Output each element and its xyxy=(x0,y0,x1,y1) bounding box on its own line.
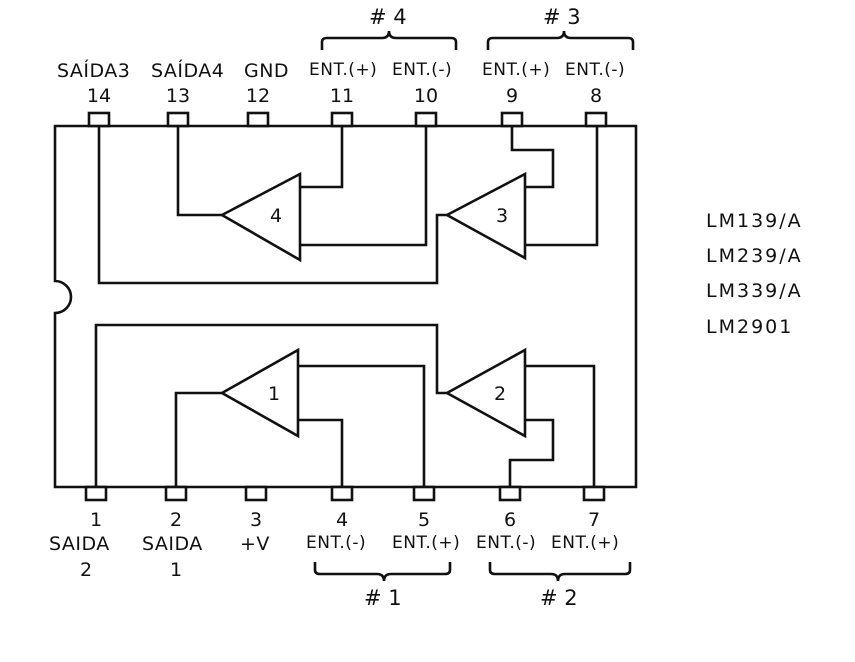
wire-c2-plus-pin7 xyxy=(525,364,596,487)
pin-7-label: ENT.(+) xyxy=(551,533,620,553)
comparator-4-label: 4 xyxy=(270,205,282,227)
pin-13-label: SAÍDA4 xyxy=(151,60,225,82)
pin-13 xyxy=(166,111,190,128)
part-number-4: LM2901 xyxy=(706,316,794,338)
pin-11-number: 11 xyxy=(329,85,355,107)
wire-c4-plus-pin11 xyxy=(300,126,344,189)
pin-9-label: ENT.(+) xyxy=(482,60,551,80)
pin-5-label: ENT.(+) xyxy=(392,533,461,553)
part-number-2: LM239/A xyxy=(706,245,803,267)
part-number-3: LM339/A xyxy=(706,280,803,302)
pin-3 xyxy=(244,485,268,502)
pin-12-number: 12 xyxy=(245,85,271,107)
pin-7-number: 7 xyxy=(587,509,601,531)
pin-8-label: ENT.(-) xyxy=(565,60,626,80)
pin-1-sublabel: 2 xyxy=(79,559,93,581)
pin-5 xyxy=(412,485,436,502)
wire-c4-minus-pin10 xyxy=(300,126,428,247)
part-number-1: LM139/A xyxy=(706,210,803,232)
comparator-2-label: 2 xyxy=(494,383,506,405)
pin-2-number: 2 xyxy=(169,509,183,531)
wire-c3-out-pin14 xyxy=(97,126,447,285)
pin-1-number: 1 xyxy=(89,509,103,531)
pin-6-number: 6 xyxy=(503,509,517,531)
wire-c1-plus-pin5 xyxy=(298,364,426,487)
pin-14-number: 14 xyxy=(86,85,112,107)
pin-7 xyxy=(582,485,606,502)
pin-4 xyxy=(330,485,354,502)
pin-6-label: ENT.(-) xyxy=(476,533,537,553)
brace-group-3 xyxy=(486,30,635,50)
pin-3-number: 3 xyxy=(249,509,263,531)
pin-2-sublabel: 1 xyxy=(169,559,183,581)
pin-10-label: ENT.(-) xyxy=(392,60,453,80)
pin-4-number: 4 xyxy=(335,509,349,531)
comparator-1-triangle xyxy=(219,347,300,439)
pin-9-number: 9 xyxy=(505,85,519,107)
wire-c2-out-pin1 xyxy=(94,323,447,487)
pin-4-label: ENT.(-) xyxy=(306,533,367,553)
comparator-4-triangle xyxy=(219,171,302,263)
brace-group-1 xyxy=(313,562,452,582)
comparator-2-triangle xyxy=(444,347,527,439)
group-1-label: # 1 xyxy=(364,586,402,610)
comparator-3-label: 3 xyxy=(496,205,508,227)
pin-8 xyxy=(584,111,608,128)
wire-c3-minus-pin8 xyxy=(525,126,599,247)
pin-14-label: SAÍDA3 xyxy=(57,60,131,82)
ic-body-outline xyxy=(53,124,638,489)
pin-9 xyxy=(500,111,524,128)
pin-8-number: 8 xyxy=(589,85,603,107)
pin-1 xyxy=(84,485,108,502)
pin-2 xyxy=(164,485,188,502)
pin-11 xyxy=(330,111,354,128)
pin-5-number: 5 xyxy=(417,509,431,531)
brace-group-2 xyxy=(488,562,632,582)
comparator-1-label: 1 xyxy=(268,383,280,405)
pin-3-label: +V xyxy=(240,533,270,555)
pin-2-label: SAIDA xyxy=(142,533,203,555)
group-3-label: # 3 xyxy=(543,5,581,29)
pin-10 xyxy=(414,111,438,128)
pin-10-number: 10 xyxy=(413,85,439,107)
pin-6 xyxy=(498,485,522,502)
group-4-label: # 4 xyxy=(369,5,407,29)
brace-group-4 xyxy=(320,30,458,50)
pin-12-label: GND xyxy=(244,60,290,82)
comparator-3-triangle xyxy=(444,171,527,261)
group-2-label: # 2 xyxy=(540,586,578,610)
wire-c3-plus-pin9 xyxy=(510,126,555,189)
pin-13-number: 13 xyxy=(165,85,191,107)
pin-12 xyxy=(246,111,270,128)
pin-14 xyxy=(87,111,111,128)
pin-1-label: SAIDA xyxy=(49,533,110,555)
wire-c4-out-pin13 xyxy=(176,126,222,217)
wire-c1-minus-pin4 xyxy=(298,418,344,487)
pin-11-label: ENT.(+) xyxy=(309,60,378,80)
wire-c2-minus-pin6 xyxy=(508,418,555,487)
wire-c1-out-pin2 xyxy=(174,391,222,487)
